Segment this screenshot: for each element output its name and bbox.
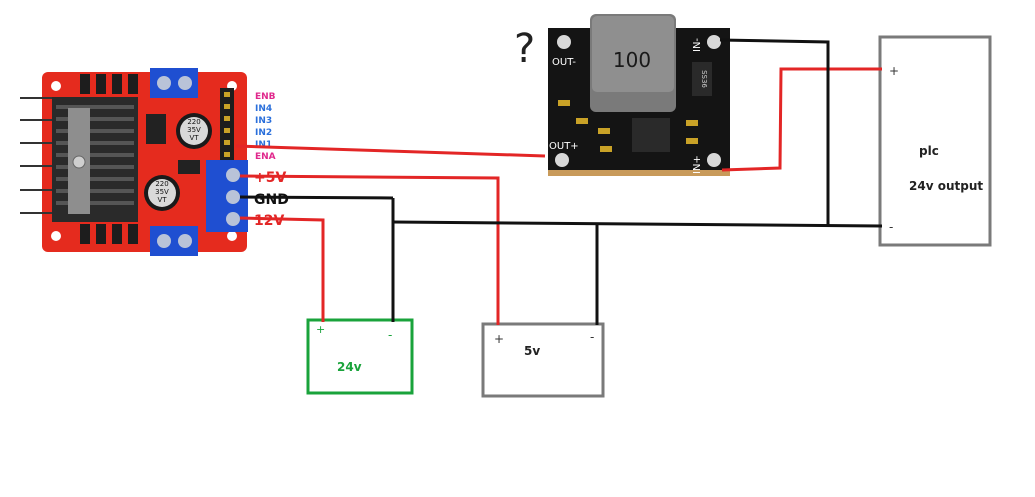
cap-top-line1: 220 <box>187 118 200 126</box>
pin-label-in1: IN1 <box>255 140 272 150</box>
psu-24v-minus-label: - <box>388 328 392 342</box>
pad-in-plus <box>707 153 721 167</box>
driver-header-bottom <box>80 224 138 244</box>
label-out-plus: OUT+ <box>549 141 579 152</box>
red-wires <box>235 67 882 325</box>
question-mark: ? <box>514 26 535 72</box>
l298n-driver-board: 220 35V VT 220 35V VT ENB IN4 IN3 <box>20 68 289 256</box>
plc-minus-label: - <box>889 220 893 234</box>
pin-label-enb: ENB <box>255 92 276 102</box>
wire-in-plus-to-plc-plus <box>721 67 882 172</box>
heatsink-screw <box>72 155 86 169</box>
plc-plus-label: + <box>889 64 899 78</box>
heatsink-fins <box>56 105 134 205</box>
wire-ena-to-out-plus <box>235 144 546 158</box>
wire-5v-to-psu5-plus <box>239 174 500 325</box>
driver-chip-legs <box>20 97 52 214</box>
label-out-minus: OUT- <box>552 57 576 68</box>
plc-outline <box>878 35 992 247</box>
pad-out-minus <box>557 35 571 49</box>
wire-12v-to-psu24-plus <box>239 216 325 322</box>
terminal-screw-12v <box>226 212 240 226</box>
motor-terminal-bottom <box>150 226 198 256</box>
psu-5v-minus-label: - <box>590 330 594 344</box>
driver-smd-chip <box>146 114 166 144</box>
wire-gnd <box>239 195 394 200</box>
cap-bottom-line3: VT <box>157 196 167 204</box>
converter-ic <box>632 118 670 152</box>
converter-bottom-edge <box>548 170 730 176</box>
logic-pin-dots <box>224 92 230 157</box>
diode-label: SS36 <box>700 70 708 88</box>
psu-5v-label: 5v <box>524 344 540 358</box>
black-wires <box>239 38 883 325</box>
diode-ss36 <box>692 62 712 96</box>
psu-24v-label: 24v <box>337 360 362 374</box>
terminal-label-12v: 12V <box>254 213 284 229</box>
label-in-minus: IN- <box>692 38 703 52</box>
pin-label-in4: IN4 <box>255 104 272 114</box>
pin-label-ena: ENA <box>255 152 276 162</box>
psu-24v-outline <box>306 318 414 395</box>
psu-5v-outline <box>481 322 605 398</box>
logic-pin-labels: ENB IN4 IN3 IN2 IN1 ENA <box>255 92 276 162</box>
cap-top-line3: VT <box>189 134 199 142</box>
driver-mount-hole-br <box>227 231 237 241</box>
capacitor-bottom: 220 35V VT <box>144 175 180 211</box>
cap-top-line2: 35V <box>187 126 201 134</box>
psu-5v-box: + - 5v <box>481 322 605 398</box>
terminal-screw-gnd <box>226 190 240 204</box>
driver-mount-hole-bl <box>51 231 61 241</box>
pin-label-in3: IN3 <box>255 116 272 126</box>
wire-in-minus-to-plc-minus <box>719 38 830 226</box>
plc-box: + - plc 24v output <box>878 35 992 247</box>
plc-title: plc <box>919 144 939 158</box>
psu-5v-plus-label: + <box>494 332 504 346</box>
plc-subtitle: 24v output <box>909 179 983 193</box>
motor-terminal-top <box>150 68 198 98</box>
pad-out-plus <box>555 153 569 167</box>
capacitor-top: 220 35V VT <box>176 113 212 149</box>
driver-mount-hole-tl <box>51 81 61 91</box>
inductor-top <box>592 16 674 92</box>
boost-converter-module: 100 SS36 OUT- OUT+ IN- IN+ <box>548 14 730 176</box>
psu-24v-plus-label: + <box>316 323 325 336</box>
driver-smd-part <box>178 160 200 174</box>
converter-smd-parts <box>558 100 698 152</box>
pad-in-minus <box>707 35 721 49</box>
inductor-label: 100 <box>613 48 651 72</box>
logic-pin-header <box>220 88 234 160</box>
cap-bottom-line2: 35V <box>155 188 169 196</box>
terminal-label-gnd: GND <box>254 192 289 208</box>
terminal-screw-5v <box>226 168 240 182</box>
power-terminal-block <box>206 160 248 232</box>
pin-label-in2: IN2 <box>255 128 272 138</box>
label-in-plus: IN+ <box>692 155 703 174</box>
wire-ground-bus <box>392 220 883 228</box>
driver-header-top <box>80 74 138 94</box>
cap-bottom-line1: 220 <box>155 180 168 188</box>
psu-24v-box: + - 24v <box>306 318 414 395</box>
terminal-label-5v: +5V <box>254 170 286 186</box>
